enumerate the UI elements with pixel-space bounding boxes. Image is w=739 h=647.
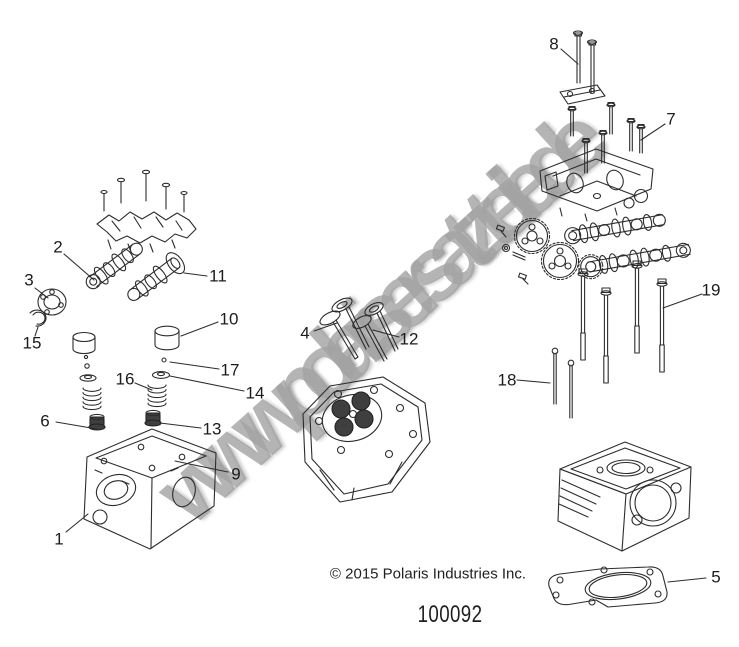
head-gasket-drawing bbox=[548, 566, 668, 608]
head-bolts-drawing bbox=[577, 260, 668, 384]
camshaft-11-drawing bbox=[127, 252, 186, 302]
sprocket-fasteners-drawing bbox=[495, 192, 602, 285]
valve-spring-left-drawing bbox=[82, 387, 102, 411]
callout-6: 6 bbox=[40, 411, 50, 431]
callout-12: 12 bbox=[399, 329, 419, 349]
callout-11: 11 bbox=[209, 266, 227, 286]
bracket-drawing bbox=[559, 84, 606, 105]
callout-13: 13 bbox=[202, 419, 222, 439]
timing-sprockets-drawing bbox=[513, 217, 580, 281]
callout-7: 7 bbox=[666, 109, 676, 129]
camshaft-assembly-upper-drawing bbox=[564, 213, 666, 245]
leader-lines bbox=[34, 48, 707, 583]
cylinder-head-drawing bbox=[83, 428, 217, 550]
cylinder-drawing bbox=[557, 441, 692, 552]
callout-8: 8 bbox=[549, 34, 559, 54]
callout-10: 10 bbox=[219, 309, 239, 329]
tappet-bucket-left-drawing bbox=[72, 331, 96, 355]
callout-15: 15 bbox=[22, 333, 42, 353]
valves-drawing bbox=[319, 297, 399, 362]
snap-ring-drawing bbox=[29, 309, 47, 327]
carrier-bolts-drawing bbox=[567, 101, 646, 174]
callout-16: 16 bbox=[115, 369, 135, 389]
tappet-bucket-right-drawing bbox=[154, 325, 180, 351]
copyright-text: © 2015 Polaris Industries Inc. bbox=[329, 565, 527, 583]
callout-2: 2 bbox=[53, 237, 63, 257]
callout-1: 1 bbox=[54, 529, 64, 549]
callout-17: 17 bbox=[220, 360, 240, 380]
diagram-part-number: 100092 bbox=[417, 601, 483, 628]
valve-keepers-drawing bbox=[83, 354, 167, 369]
callout-9: 9 bbox=[231, 464, 241, 484]
spring-retainers-drawing bbox=[79, 371, 171, 382]
bracket-bolts-drawing bbox=[572, 30, 598, 94]
camshaft-assembly-lower-drawing bbox=[578, 242, 691, 280]
valve-stem-seals-drawing bbox=[88, 409, 162, 431]
callout-3: 3 bbox=[24, 270, 34, 290]
callout-19: 19 bbox=[701, 280, 721, 300]
camshaft-2-drawing bbox=[85, 242, 143, 290]
callout-5: 5 bbox=[711, 567, 721, 587]
callout-18: 18 bbox=[497, 370, 517, 390]
cam-carrier-drawing bbox=[539, 148, 654, 222]
cam-sprocket-hub-drawing bbox=[37, 288, 67, 316]
callout-4: 4 bbox=[300, 323, 310, 343]
dowel-studs-drawing bbox=[551, 347, 575, 419]
valve-spring-right-drawing bbox=[147, 384, 167, 408]
rocker-arm-assembly-drawing bbox=[96, 169, 197, 253]
cylinder-head-bottom-view-drawing bbox=[302, 376, 431, 503]
callout-14: 14 bbox=[245, 383, 265, 403]
